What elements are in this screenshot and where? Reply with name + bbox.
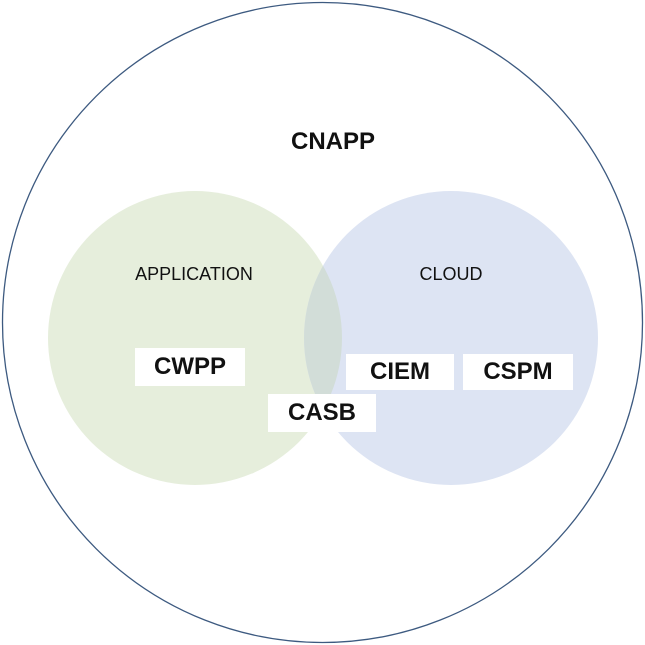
ciem-box: CIEM <box>346 354 454 390</box>
cloud-circle <box>304 191 598 485</box>
cwpp-box: CWPP <box>135 348 245 386</box>
casb-box: CASB <box>268 394 376 432</box>
application-circle <box>48 191 342 485</box>
cspm-box: CSPM <box>463 354 573 390</box>
application-label: APPLICATION <box>135 264 253 284</box>
cloud-label: CLOUD <box>419 264 483 284</box>
diagram-title: CNAPP <box>290 128 375 155</box>
